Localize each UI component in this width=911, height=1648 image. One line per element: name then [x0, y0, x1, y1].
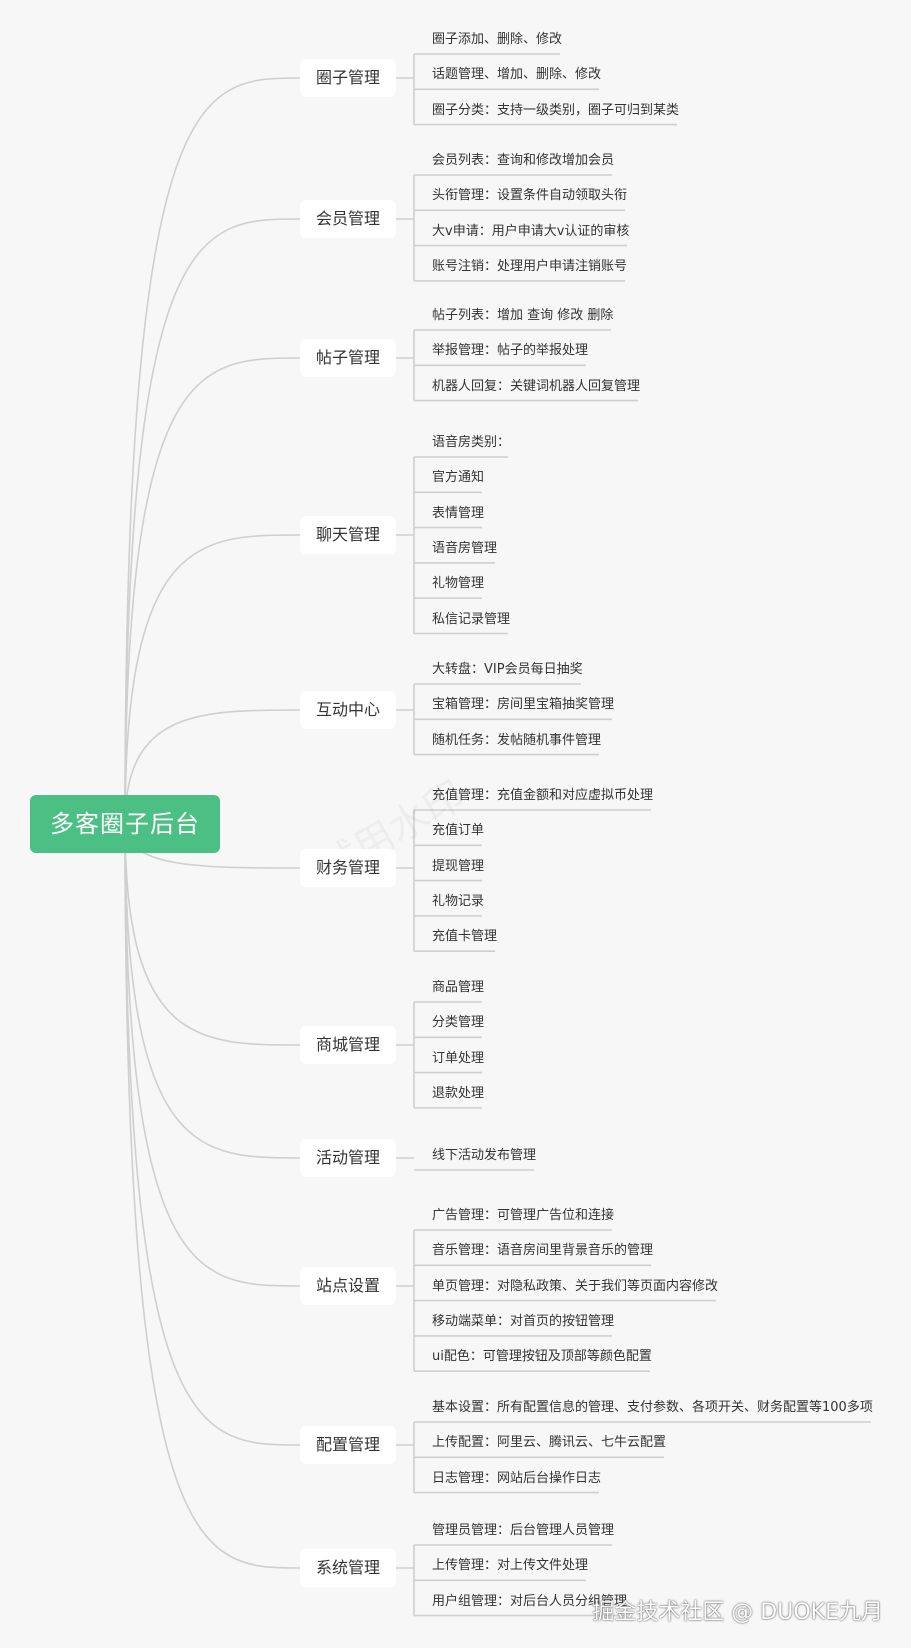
connector — [124, 218, 301, 825]
branch-node: 聊天管理 — [300, 516, 396, 554]
leaf-node: 帖子列表：增加 查询 修改 删除 — [432, 308, 614, 323]
leaf-node: 圈子分类：支持一级类别，圈子可归到某类 — [432, 102, 680, 118]
leaf-node: 举报管理：帖子的举报处理 — [432, 343, 589, 359]
leaf-node: 充值卡管理 — [432, 929, 498, 945]
leaf-node: 充值订单 — [432, 823, 485, 839]
connector — [124, 823, 301, 1569]
branch-node: 会员管理 — [300, 200, 396, 238]
leaf-node: 话题管理、增加、删除、修改 — [432, 67, 602, 83]
leaf-node: 管理员管理：后台管理人员管理 — [432, 1523, 615, 1538]
connector — [124, 534, 301, 825]
branch-node: 互动中心 — [300, 691, 396, 729]
leaf-node: 上传配置：阿里云、腾讯云、七牛云配置 — [432, 1435, 667, 1451]
branch-node: 商城管理 — [300, 1026, 396, 1064]
leaf-node: 音乐管理：语音房间里背景音乐的管理 — [432, 1243, 654, 1259]
leaf-node: 提现管理 — [432, 858, 485, 874]
leaf-node: 移动端菜单：对首页的按钮管理 — [432, 1313, 615, 1329]
leaf-node: 圈子添加、删除、修改 — [432, 32, 563, 47]
leaf-node: 语音房管理 — [432, 540, 498, 556]
connector — [124, 823, 301, 1287]
leaf-node: 官方通知 — [432, 470, 485, 486]
connector — [124, 357, 301, 825]
leaf-node: 充值管理：充值金额和对应虚拟币处理 — [432, 788, 654, 803]
leaf-node: 商品管理 — [432, 980, 485, 995]
connector — [124, 823, 301, 1159]
leaf-node: 账号注销：处理用户申请注销账号 — [432, 258, 628, 274]
root-node: 多客圈子后台 — [30, 795, 220, 853]
leaf-node: 广告管理：可管理广告位和连接 — [432, 1208, 615, 1223]
branch-node: 系统管理 — [300, 1549, 396, 1587]
leaf-node: 宝箱管理：房间里宝箱抽奖管理 — [432, 697, 615, 713]
leaf-node: 退款处理 — [432, 1085, 485, 1101]
leaf-node: 日志管理：网站后台操作日志 — [432, 1470, 602, 1486]
leaf-node: 语音房类别： — [432, 435, 511, 450]
connector — [124, 823, 301, 1046]
leaf-node: 礼物管理 — [432, 576, 485, 592]
leaf-node: 私信记录管理 — [432, 611, 511, 627]
leaf-node: 订单处理 — [432, 1050, 485, 1066]
connector — [124, 709, 301, 825]
leaf-node: 会员列表：查询和修改增加会员 — [432, 153, 615, 168]
leaf-node: 礼物记录 — [432, 893, 485, 909]
leaf-node: 大v申请：用户申请大v认证的审核 — [432, 223, 630, 239]
branch-node: 圈子管理 — [300, 59, 396, 97]
branch-node: 财务管理 — [300, 849, 396, 887]
branch-node: 站点设置 — [300, 1267, 396, 1305]
leaf-node: 表情管理 — [432, 505, 485, 521]
connector — [124, 77, 301, 825]
leaf-node: 机器人回复：关键词机器人回复管理 — [432, 378, 641, 394]
branch-node: 帖子管理 — [300, 339, 396, 377]
footer-credit: 掘金技术社区 @ DUOKE九月 — [592, 1600, 883, 1625]
leaf-node: 用户组管理：对后台人员分组管理 — [432, 1593, 628, 1609]
leaf-node: 基本设置：所有配置信息的管理、支付参数、各项开关、财务配置等100多项 — [432, 1400, 873, 1415]
leaf-node: 上传管理：对上传文件处理 — [432, 1558, 589, 1574]
leaf-node: 线下活动发布管理 — [432, 1148, 537, 1163]
branch-node: 配置管理 — [300, 1426, 396, 1464]
leaf-node: 头衔管理：设置条件自动领取头衔 — [432, 188, 628, 204]
branch-node: 活动管理 — [300, 1139, 396, 1177]
leaf-node: 随机任务：发帖随机事件管理 — [432, 732, 602, 748]
leaf-node: 分类管理 — [432, 1015, 485, 1031]
leaf-node: 单页管理：对隐私政策、关于我们等页面内容修改 — [432, 1278, 719, 1294]
connector — [124, 823, 301, 1446]
leaf-node: ui配色：可管理按钮及顶部等颜色配置 — [432, 1349, 652, 1365]
leaf-node: 大转盘：VIP会员每日抽奖 — [432, 662, 583, 677]
